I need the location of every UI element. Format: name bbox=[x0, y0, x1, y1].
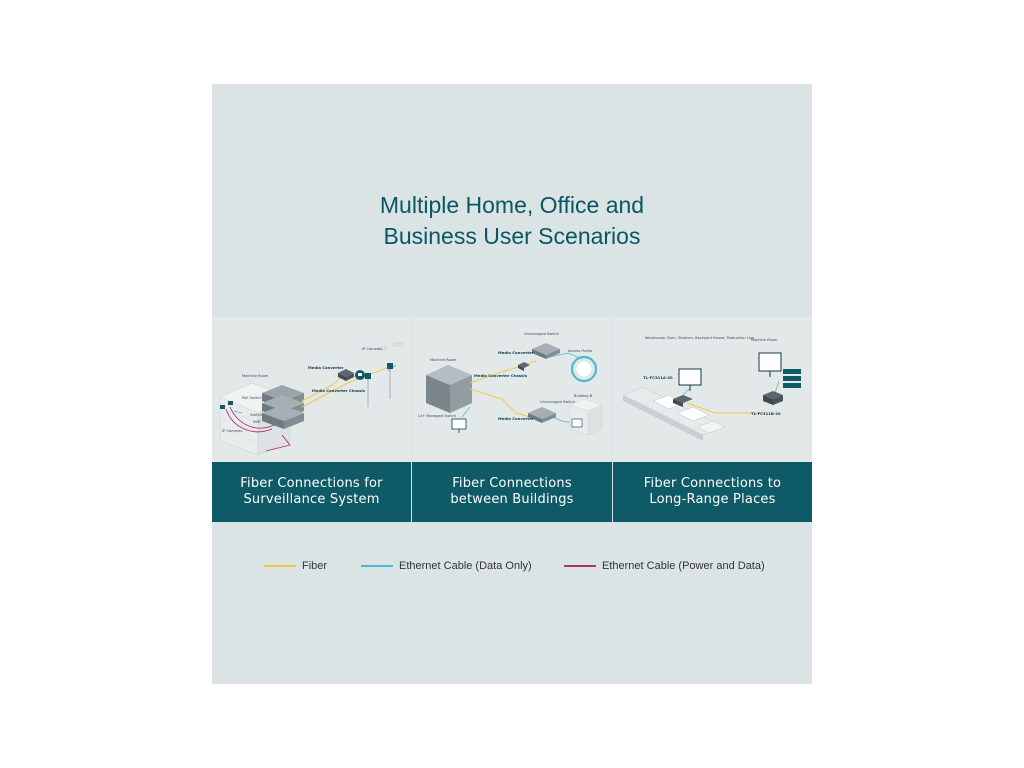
caption-long-range-line-2: Long-Range Places bbox=[649, 492, 776, 507]
converter-b-device bbox=[763, 391, 783, 405]
label-media-converter-chassis: Media Converter Chassis bbox=[474, 373, 528, 378]
label-l2-managed-switch: L2+ Managed Switch bbox=[418, 414, 456, 418]
label-unmanaged-switch-top: Unmanaged Switch bbox=[524, 332, 559, 336]
long-range-diagram: Warehouse, Barn, Stadium, Backyard House… bbox=[622, 336, 801, 441]
legend-swatch-ethernet-data bbox=[361, 565, 393, 567]
label-access-points: Access Points bbox=[568, 349, 592, 353]
label-poe-switch: PoE Switch bbox=[242, 396, 262, 400]
label-machine-room: Machine Room bbox=[242, 374, 269, 378]
label-media-converter: Media Converter bbox=[308, 365, 344, 370]
panel-surveillance: Machine Room PoE Switch Switch NVR IP Ca… bbox=[212, 317, 411, 522]
caption-surveillance-line-2: Surveillance System bbox=[243, 492, 380, 507]
panel-buildings: Machine Room Unmanaged Switch Media Conv… bbox=[412, 317, 612, 522]
surveillance-diagram: Machine Room PoE Switch Switch NVR IP Ca… bbox=[219, 342, 403, 456]
label-converter-a: TL-FC311A-20 bbox=[643, 375, 673, 380]
label-media-converter-chassis: Media Converter Chassis bbox=[312, 388, 366, 393]
media-converter-devices bbox=[338, 369, 365, 381]
machine-room-rack bbox=[783, 369, 801, 388]
machine-room-monitor bbox=[758, 352, 782, 377]
production-line bbox=[622, 386, 726, 441]
legend-swatch-ethernet-power-data bbox=[564, 565, 596, 567]
label-unmanaged-switch-bottom: Unmanaged Switch bbox=[540, 400, 575, 404]
label-machine-room: Machine Room bbox=[751, 338, 778, 342]
legend-item-ethernet-power-data: Ethernet Cable (Power and Data) bbox=[564, 558, 765, 574]
label-media-converter-bottom: Media Converter bbox=[498, 416, 534, 421]
caption-buildings-line-2: between Buildings bbox=[450, 492, 574, 507]
legend-label-ethernet-power-data: Ethernet Cable (Power and Data) bbox=[602, 560, 765, 572]
unmanaged-switch-bottom bbox=[528, 407, 556, 423]
caption-buildings: Fiber Connections between Buildings bbox=[412, 462, 612, 522]
caption-buildings-line-1: Fiber Connections bbox=[452, 476, 572, 491]
title-line-1: Multiple Home, Office and bbox=[379, 192, 645, 218]
remote-monitor bbox=[678, 368, 702, 391]
label-switch: Switch bbox=[250, 413, 262, 417]
left-cameras bbox=[220, 401, 233, 409]
caption-long-range: Fiber Connections to Long-Range Places bbox=[613, 462, 812, 522]
label-ip-cameras-left: IP Cameras bbox=[222, 429, 242, 433]
label-media-converter-top: Media Converter bbox=[498, 350, 534, 355]
legend-label-ethernet-data: Ethernet Cable (Data Only) bbox=[399, 560, 532, 572]
buildings-diagram: Machine Room Unmanaged Switch Media Conv… bbox=[418, 332, 603, 436]
label-converter-b: TL-FC311B-20 bbox=[751, 411, 781, 416]
cables bbox=[225, 364, 397, 452]
l2-switch-monitor bbox=[451, 418, 467, 433]
caption-long-range-line-1: Fiber Connections to bbox=[643, 476, 782, 491]
scenario-card: Multiple Home, Office and Business User … bbox=[212, 84, 812, 684]
page-title: Multiple Home, Office and Business User … bbox=[212, 190, 812, 252]
label-nvr: NVR bbox=[253, 420, 261, 424]
buildings-illustration: Machine Room Unmanaged Switch Media Conv… bbox=[412, 317, 612, 462]
unmanaged-switch-top bbox=[518, 343, 560, 371]
surveillance-illustration: Machine Room PoE Switch Switch NVR IP Ca… bbox=[212, 317, 411, 462]
access-point-ring bbox=[570, 355, 598, 383]
legend-item-fiber: Fiber bbox=[264, 558, 327, 574]
scenario-panels: Machine Room PoE Switch Switch NVR IP Ca… bbox=[212, 317, 812, 522]
label-ip-cameras-right: IP Cameras bbox=[362, 347, 382, 351]
legend-item-ethernet-data: Ethernet Cable (Data Only) bbox=[361, 558, 532, 574]
label-building-b: Building B bbox=[574, 394, 593, 398]
title-line-2: Business User Scenarios bbox=[383, 223, 641, 249]
device-stack bbox=[262, 385, 304, 429]
legend-swatch-fiber bbox=[264, 565, 296, 567]
legend-label-fiber: Fiber bbox=[302, 560, 328, 572]
caption-surveillance-line-1: Fiber Connections for bbox=[240, 476, 383, 491]
building-b bbox=[569, 398, 603, 436]
legend: Fiber Ethernet Cable (Data Only) Etherne… bbox=[212, 558, 812, 574]
panel-long-range: Warehouse, Barn, Stadium, Backyard House… bbox=[613, 317, 812, 522]
long-range-illustration: Warehouse, Barn, Stadium, Backyard House… bbox=[613, 317, 812, 462]
camera-poles bbox=[365, 342, 403, 407]
label-machine-room: Machine Room bbox=[430, 358, 457, 362]
label-remote-places: Warehouse, Barn, Stadium, Backyard House… bbox=[645, 336, 755, 340]
machine-room-rack bbox=[426, 365, 472, 413]
caption-surveillance: Fiber Connections for Surveillance Syste… bbox=[212, 462, 411, 522]
converter-a-device bbox=[673, 395, 693, 407]
